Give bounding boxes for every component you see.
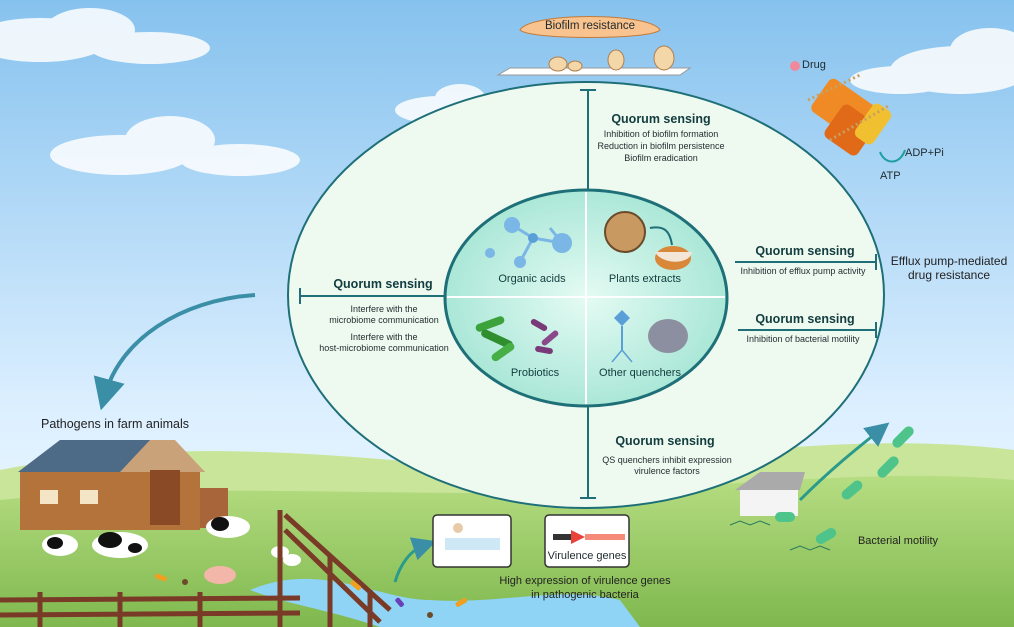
bottom-heading: Quorum sensing xyxy=(615,434,715,448)
virulence-box-label: Virulence genes xyxy=(547,550,627,562)
top-line-2: Reduction in biofilm persistence xyxy=(597,141,725,151)
farm-arrow xyxy=(93,293,256,411)
atp-label: ATP xyxy=(880,170,901,182)
house xyxy=(735,472,805,516)
farm-title: Pathogens in farm animals xyxy=(41,417,189,431)
top-line-1: Inhibition of biofilm formation xyxy=(603,129,719,139)
plant-extract-icon xyxy=(604,211,692,270)
top-heading: Quorum sensing xyxy=(611,112,711,126)
efflux-line-2: drug resistance xyxy=(907,268,991,282)
bottom-line-2: virulence factors xyxy=(634,466,700,476)
drug-label: Drug xyxy=(802,59,826,71)
quadrant-plants-extracts: Plants extracts xyxy=(608,273,682,285)
probiotic-bacteria-icon xyxy=(475,316,559,362)
hospital-box xyxy=(432,514,512,568)
right-top-line: Inhibition of efflux pump activity xyxy=(740,266,866,276)
fence xyxy=(0,510,392,627)
left-line-2b: host-microbiome communication xyxy=(319,343,449,353)
biofilm-strip xyxy=(496,16,692,76)
pathogen-particles xyxy=(154,573,467,618)
left-heading: Quorum sensing xyxy=(333,277,433,291)
right-bottom-heading: Quorum sensing xyxy=(755,312,855,326)
inhibitor-lines xyxy=(299,89,877,499)
cows xyxy=(42,516,301,584)
right-bottom-line: Inhibition of bacterial motility xyxy=(746,334,860,344)
biofilm-title: Biofilm resistance xyxy=(544,20,636,32)
left-line-1a: Interfere with the xyxy=(350,304,418,314)
virulence-line-2: in pathogenic bacteria xyxy=(531,589,639,601)
phage-icon xyxy=(611,310,688,363)
right-top-heading: Quorum sensing xyxy=(755,244,855,258)
motility-arrow xyxy=(798,422,890,502)
quadrant-other-quenchers: Other quenchers xyxy=(599,367,681,379)
top-line-3: Biofilm eradication xyxy=(624,153,698,163)
efflux-line-1: Efflux pump-mediated xyxy=(890,254,1008,268)
motile-bacteria xyxy=(729,426,914,551)
motility-label: Bacterial motility xyxy=(857,535,939,547)
quadrant-probiotics: Probiotics xyxy=(510,367,560,379)
virulence-line-1: High expression of virulence genes xyxy=(499,575,671,587)
quadrant-organic-acids: Organic acids xyxy=(498,273,566,285)
left-line-1b: microbiome communication xyxy=(329,315,439,325)
efflux-pump-icon xyxy=(790,61,906,163)
virulence-box xyxy=(544,514,630,568)
left-line-2a: Interfere with the xyxy=(350,332,418,342)
barn xyxy=(18,440,228,530)
bottom-line-1: QS quenchers inhibit expression xyxy=(602,455,732,465)
water-arrow xyxy=(393,537,437,583)
adp-label: ADP+Pi xyxy=(905,147,944,159)
molecule-icon xyxy=(485,217,572,268)
